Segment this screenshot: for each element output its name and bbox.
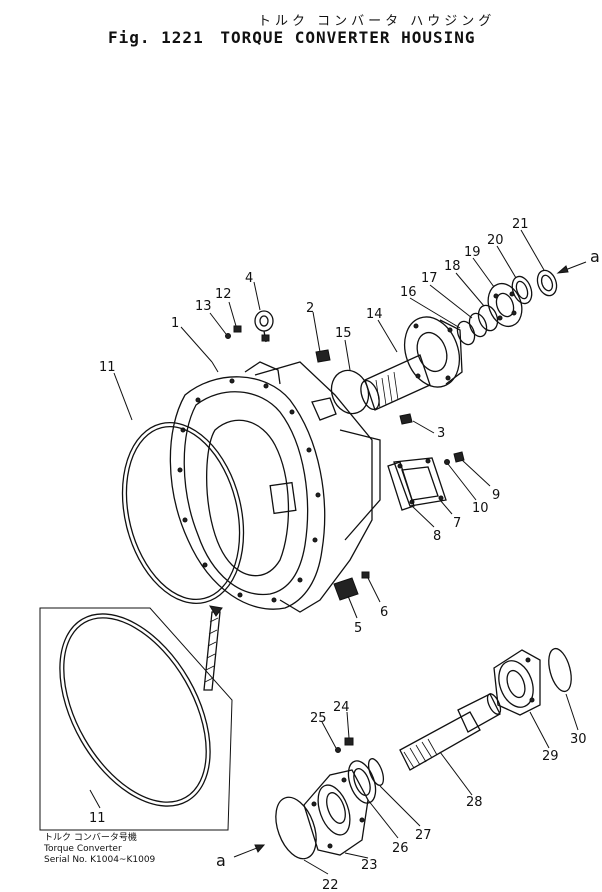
- arrow-a-upper-label: a: [590, 247, 600, 266]
- callout-18: 18: [444, 259, 461, 274]
- o-ring-part-22: [275, 796, 317, 860]
- washer-part-13: [225, 333, 231, 339]
- bearing-part-19: [487, 282, 523, 328]
- shaft-part-14: [360, 316, 463, 411]
- washer-part-25: [335, 747, 341, 753]
- callout-10: 10: [472, 501, 489, 516]
- callout-19: 19: [464, 245, 481, 260]
- callout-26: 26: [392, 841, 409, 856]
- washer-part-10: [444, 459, 450, 465]
- inset-note-jp: トルク コンバータ号機: [44, 831, 137, 843]
- ring-part-27: [367, 758, 385, 786]
- callout-22: 22: [322, 878, 339, 892]
- ring-part-30: [548, 647, 572, 693]
- callout-6: 6: [380, 605, 388, 620]
- callout-27: 27: [415, 828, 432, 843]
- inset-note-line2: Serial No. K1004~K1009: [44, 855, 156, 865]
- bolt-part-24: [344, 737, 354, 746]
- callout-inset-11: 11: [89, 811, 106, 826]
- cover-part-7: [393, 457, 447, 507]
- ring-part-16: [456, 320, 476, 346]
- callout-2: 2: [306, 301, 314, 316]
- ring-part-21: [536, 269, 558, 297]
- bolt-part-6: [361, 571, 370, 579]
- plate-part-5: [333, 577, 359, 601]
- inset-gasket-part-11: [59, 613, 211, 807]
- bolt-part-12: [233, 325, 242, 333]
- bolt-part-9: [453, 451, 465, 463]
- callout-21: 21: [512, 217, 529, 232]
- callout-8: 8: [433, 529, 441, 544]
- callout-23: 23: [361, 858, 378, 873]
- flange-part-29: [493, 649, 541, 716]
- callout-29: 29: [542, 749, 559, 764]
- gasket-part-11: [121, 421, 245, 605]
- eye-bolt-part-4: [254, 310, 274, 343]
- callout-3: 3: [437, 426, 445, 441]
- callout-15: 15: [335, 326, 352, 341]
- callout-1: 1: [171, 316, 179, 331]
- gasket-part-8: [387, 461, 415, 511]
- callout-16: 16: [400, 285, 417, 300]
- housing-part-1: [169, 361, 381, 613]
- callout-14: 14: [366, 307, 383, 322]
- o-ring-part-15: [330, 369, 370, 415]
- shaft-part-28: [399, 693, 502, 771]
- arrow-a-lower: [233, 844, 266, 858]
- callout-7: 7: [453, 516, 461, 531]
- callout-28: 28: [466, 795, 483, 810]
- figure-header: トルク コンバータ ハウジング Fig. 1221 TORQUE CONVERT…: [0, 0, 602, 60]
- callout-13: 13: [195, 299, 212, 314]
- arrow-a-upper: [556, 261, 587, 274]
- callout-11: 11: [99, 360, 116, 375]
- title-english: Fig. 1221 TORQUE CONVERTER HOUSING: [108, 28, 482, 47]
- plug-part-2: [315, 349, 331, 363]
- callout-20: 20: [487, 233, 504, 248]
- callout-9: 9: [492, 488, 500, 503]
- ring-part-17: [468, 312, 488, 338]
- title-japanese: トルク コンバータ ハウジング: [258, 14, 496, 29]
- plug-part-3: [399, 413, 413, 425]
- callout-24: 24: [333, 700, 350, 715]
- arrow-a-lower-label: a: [216, 851, 226, 870]
- callout-25: 25: [310, 711, 327, 726]
- ring-part-20: [511, 275, 533, 305]
- callout-17: 17: [421, 271, 438, 286]
- callout-4: 4: [245, 271, 253, 286]
- callout-30: 30: [570, 732, 587, 747]
- figure-title: TORQUE CONVERTER HOUSING: [220, 28, 476, 47]
- inset-note-line1: Torque Converter: [43, 844, 122, 854]
- inset-box: [39, 607, 233, 831]
- cage-part-23: [303, 769, 369, 856]
- callout-5: 5: [354, 621, 362, 636]
- callout-12: 12: [215, 287, 232, 302]
- figure-number: Fig. 1221: [108, 28, 204, 47]
